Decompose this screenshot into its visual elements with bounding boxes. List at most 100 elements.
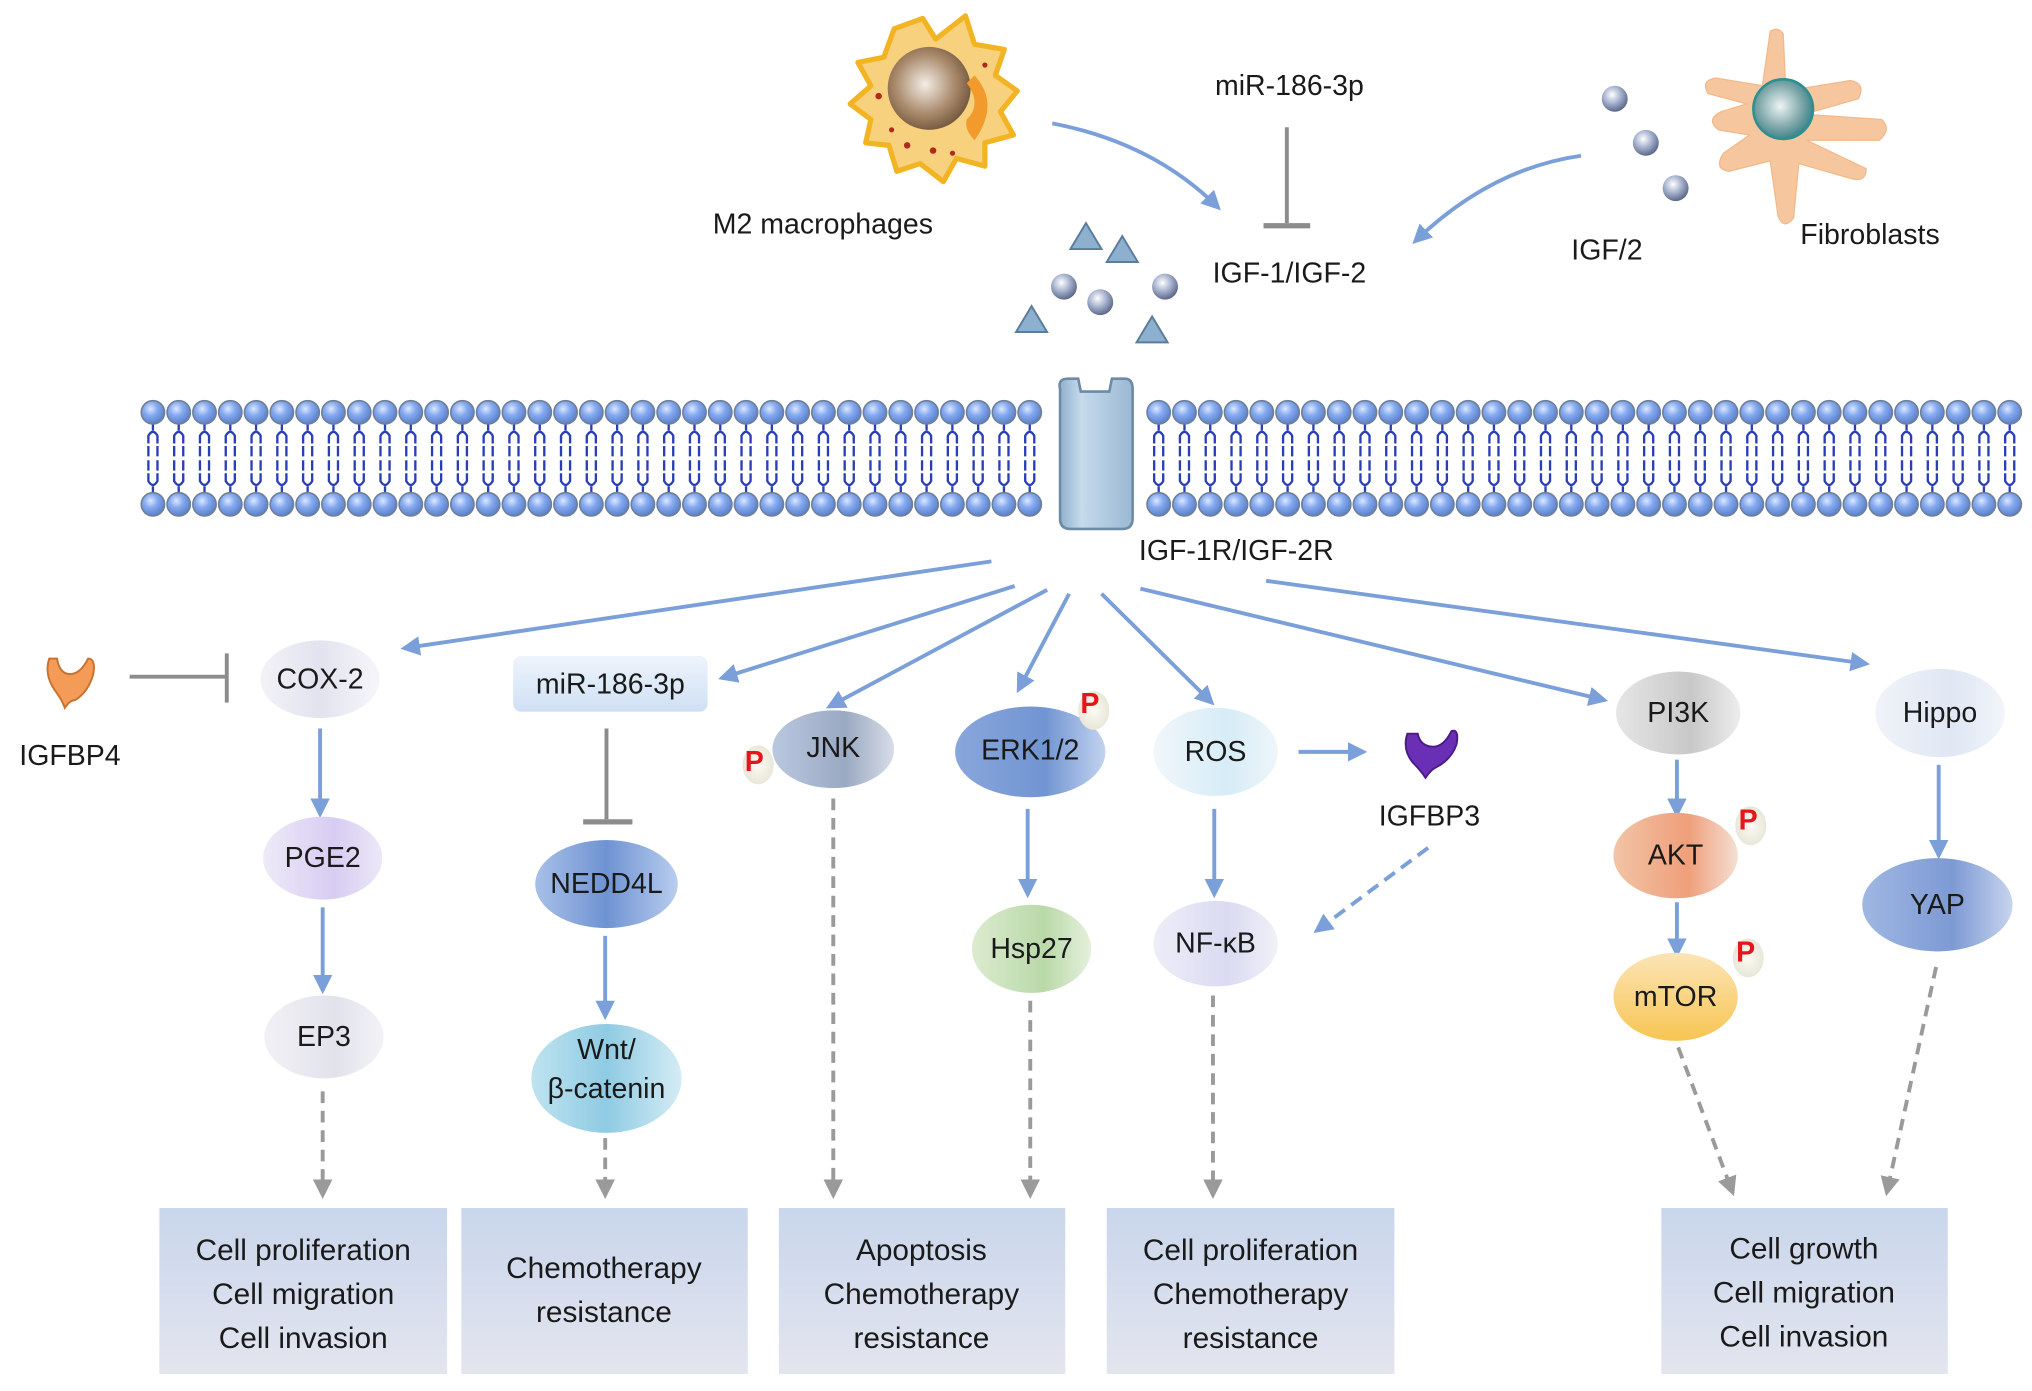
lipid-tail-lower [688,460,701,493]
lipid-tail-lower [1024,460,1036,493]
igf2-label: IGF/2 [1571,234,1642,266]
lipid-tail-lower [1926,460,1939,493]
lipid-tail-upper [1488,424,1500,457]
lipid-head-upper [939,399,965,425]
lipid-tail-lower [791,460,804,493]
lipid-tail-lower [482,460,494,493]
lipid-head-upper [1275,399,1301,425]
lipid-head-lower [1017,491,1043,517]
lipid-tail-lower [766,460,778,493]
lipid-head-upper [217,399,243,425]
lipid-tail-upper [405,424,417,457]
lipid-head-lower [346,491,372,517]
lipid-head-lower [217,491,243,517]
lipid-head-upper [1146,399,1172,425]
lipid-head-upper [1971,399,1997,425]
lipid-head-lower [1842,491,1868,517]
lipid-tail-lower [1204,460,1216,493]
mtor-label: mTOR [1634,981,1717,1013]
igfbp3-icon [1404,729,1459,780]
lipid-head-lower [295,491,321,517]
igf-ligands-icon [1014,221,1178,344]
lipid-head-upper [1894,399,1919,425]
jnk-phospho-badge: P [742,745,774,785]
lipid-tail-upper [1436,424,1449,457]
lipid-tail-lower [1359,460,1371,493]
lipid-head-upper [501,399,527,425]
lipid-tail-upper [379,424,391,457]
lipid-tail-upper [430,424,443,457]
lipid-head-upper [1610,399,1636,425]
lipid-head-upper [888,399,914,425]
lipid-head-upper [707,399,733,425]
lipid-head-upper [810,399,836,425]
arrow-to-cox2 [400,559,992,656]
akt-node [1613,812,1738,899]
outcome-1-line-1: Cell proliferation [196,1234,411,1267]
lipid-tail-upper [766,424,778,457]
macrophage-to-igf-arrow [1051,121,1221,211]
lipid-tail-lower [585,460,598,493]
lipid-tail-upper [2004,424,2016,457]
lipid-tail-upper [1900,424,1913,457]
lipid-tail-upper [688,424,701,457]
lipid-head-upper [733,399,759,425]
hsp27-node [971,904,1092,993]
lipid-tail-lower [353,460,365,493]
lipid-tail-lower [662,460,675,493]
lipid-tail-lower [1281,460,1294,493]
lipid-head-lower [604,491,630,517]
lipid-head-upper [1713,399,1739,425]
lipid-head-lower [1997,491,2023,517]
wnt-label-line2: β-catenin [548,1073,666,1105]
lipid-tail-upper [1849,424,1861,457]
lipid-head-lower [1610,491,1636,517]
outcome-4-line-2: Chemotherapy [1153,1278,1349,1311]
lipid-head-upper [243,399,269,425]
lipid-tail-lower [2004,460,2016,493]
lipid-head-lower [527,491,553,517]
lipid-tail-lower [1385,460,1397,493]
lipid-head-upper [140,399,166,425]
mtor-phospho-label: P [1736,937,1755,969]
outcome-3-line-3: resistance [853,1322,989,1355]
lipid-tail-lower [1746,460,1758,493]
ep3-node [264,995,384,1079]
lipid-tail-upper [740,424,752,457]
lipid-tail-upper [946,424,959,457]
arrow-to-erk [1016,592,1071,694]
lipid-tail-lower [147,460,159,493]
wnt-beta-catenin-node [531,1024,682,1133]
lipid-head-upper [475,399,501,425]
lipid-tail-upper [1617,424,1629,457]
igfbp4-label: IGFBP4 [19,740,121,772]
lipid-tail-lower [1797,460,1810,493]
lipid-tail-upper [1024,424,1036,457]
outcome-box-1: Cell proliferation Cell migration Cell i… [159,1208,448,1374]
lipid-tail-upper [1230,424,1242,457]
lipid-head-upper [1919,399,1945,425]
lipid-head-lower [1868,491,1894,517]
lipid-tail-upper [1565,424,1578,457]
lipid-tail-lower [224,460,236,493]
lipid-tail-upper [585,424,598,457]
lipid-head-upper [604,399,630,425]
lipid-head-lower [1249,491,1275,517]
lipid-head-lower [192,491,217,517]
lipid-tail-upper [714,424,726,457]
lipid-head-lower [1765,491,1791,517]
lipid-tail-lower [301,460,314,493]
lipid-head-lower [707,491,733,517]
dashed-igfbp3-nfkb [1313,846,1430,934]
lipid-tail-upper [534,424,546,457]
lipid-head-lower [140,491,166,517]
lipid-head-upper [295,399,321,425]
yap-label: YAP [1910,889,1965,921]
lipid-head-upper [1997,399,2023,425]
ros-node [1153,707,1278,796]
outcome-4-line-1: Cell proliferation [1143,1234,1358,1267]
lipid-head-lower [862,491,888,517]
lipid-head-lower [1636,491,1662,517]
lipid-head-lower [965,491,991,517]
lipid-tail-lower [1230,460,1242,493]
